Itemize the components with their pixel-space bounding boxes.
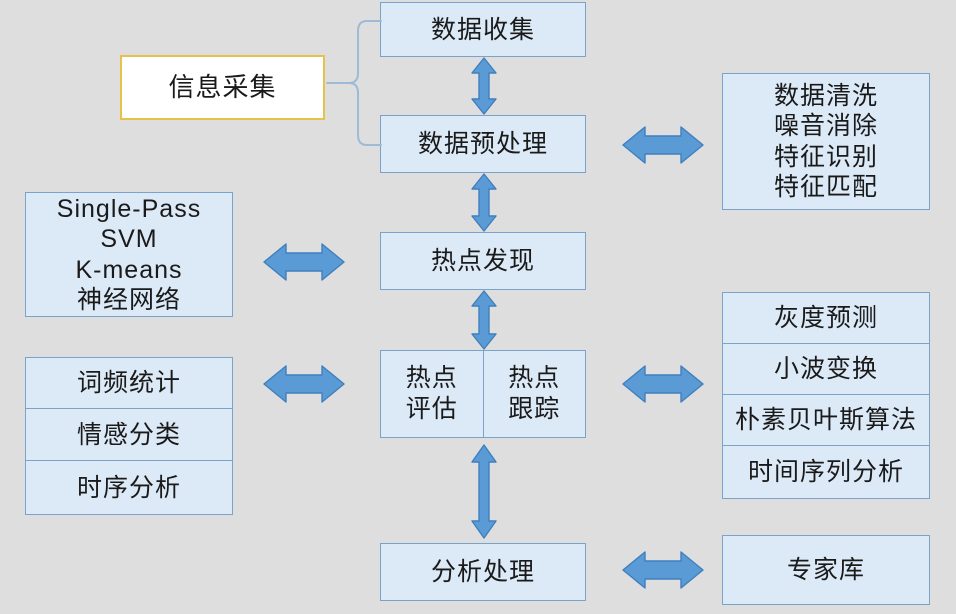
node-data-preprocessing[interactable]: 数据预处理 — [380, 115, 586, 173]
node-label: 数据收集 — [430, 15, 535, 44]
node-label: 热点发现 — [430, 247, 535, 275]
node-hotspot-discovery[interactable]: 热点发现 — [380, 232, 586, 290]
node-analysis-processing[interactable]: 分析处理 — [380, 543, 586, 601]
arrow-vertical-preprocess-hotspot — [470, 173, 498, 232]
node-label: 分析处理 — [430, 558, 535, 586]
node-label: 情感分类 — [76, 420, 181, 449]
node-label-line: 神经网络 — [76, 286, 181, 314]
node-grey-prediction[interactable]: 灰度预测 — [722, 292, 930, 344]
node-label-line: 热点 — [508, 364, 561, 392]
node-label: 专家库 — [786, 556, 865, 584]
node-time-series-analysis-left[interactable]: 时序分析 — [25, 461, 233, 515]
arrow-horizontal-preprocess-detail — [621, 123, 705, 167]
node-label: 朴素贝叶斯算法 — [734, 406, 917, 434]
node-label: 时间序列分析 — [747, 458, 904, 486]
node-label: 小波变换 — [773, 355, 878, 383]
node-label: 词频统计 — [76, 369, 181, 397]
node-label-line: Single-Pass — [56, 194, 202, 223]
node-time-series-analysis-right[interactable]: 时间序列分析 — [722, 446, 930, 499]
node-sentiment-classification[interactable]: 情感分类 — [25, 409, 233, 461]
arrow-horizontal-analysis-expert — [621, 548, 705, 592]
node-label-line: 数据清洗 — [773, 81, 878, 110]
node-data-collection[interactable]: 数据收集 — [380, 2, 586, 57]
node-label: 数据预处理 — [417, 130, 548, 158]
node-label: 时序分析 — [76, 473, 181, 502]
node-hotspot-split: 热点 评估 热点 跟踪 — [380, 350, 586, 438]
node-label-line: 评估 — [405, 395, 458, 423]
brace-connector — [325, 18, 383, 148]
node-algorithms[interactable]: Single-Pass SVM K-means 神经网络 — [25, 192, 233, 317]
node-label-line: 噪音消除 — [773, 112, 878, 140]
node-label-line: 跟踪 — [508, 395, 561, 423]
arrow-horizontal-split-prediction — [621, 362, 705, 406]
arrow-horizontal-analysis-stack-split — [262, 362, 346, 406]
node-label-line: K-means — [75, 255, 183, 284]
node-label-line: 特征识别 — [773, 142, 878, 171]
node-label: 信息采集 — [168, 71, 277, 102]
node-naive-bayes[interactable]: 朴素贝叶斯算法 — [722, 395, 930, 446]
node-label: 灰度预测 — [773, 304, 878, 332]
node-label-line: SVM — [100, 225, 158, 253]
arrow-vertical-split-analysis — [470, 444, 498, 539]
node-expert-database[interactable]: 专家库 — [722, 535, 930, 605]
node-hotspot-evaluation[interactable]: 热点 评估 — [381, 351, 483, 437]
arrow-vertical-collection-preprocess — [470, 57, 498, 115]
node-word-frequency-stats[interactable]: 词频统计 — [25, 357, 233, 409]
arrow-horizontal-algorithms-hotspot — [262, 240, 346, 284]
node-label-line: 特征匹配 — [773, 173, 878, 201]
node-wavelet-transform[interactable]: 小波变换 — [722, 344, 930, 395]
node-label-line: 热点 — [405, 364, 458, 392]
node-preprocess-detail[interactable]: 数据清洗 噪音消除 特征识别 特征匹配 — [722, 73, 930, 210]
node-information-collection[interactable]: 信息采集 — [120, 55, 325, 120]
arrow-vertical-hotspot-split — [470, 290, 498, 350]
node-hotspot-tracking[interactable]: 热点 跟踪 — [482, 351, 586, 437]
